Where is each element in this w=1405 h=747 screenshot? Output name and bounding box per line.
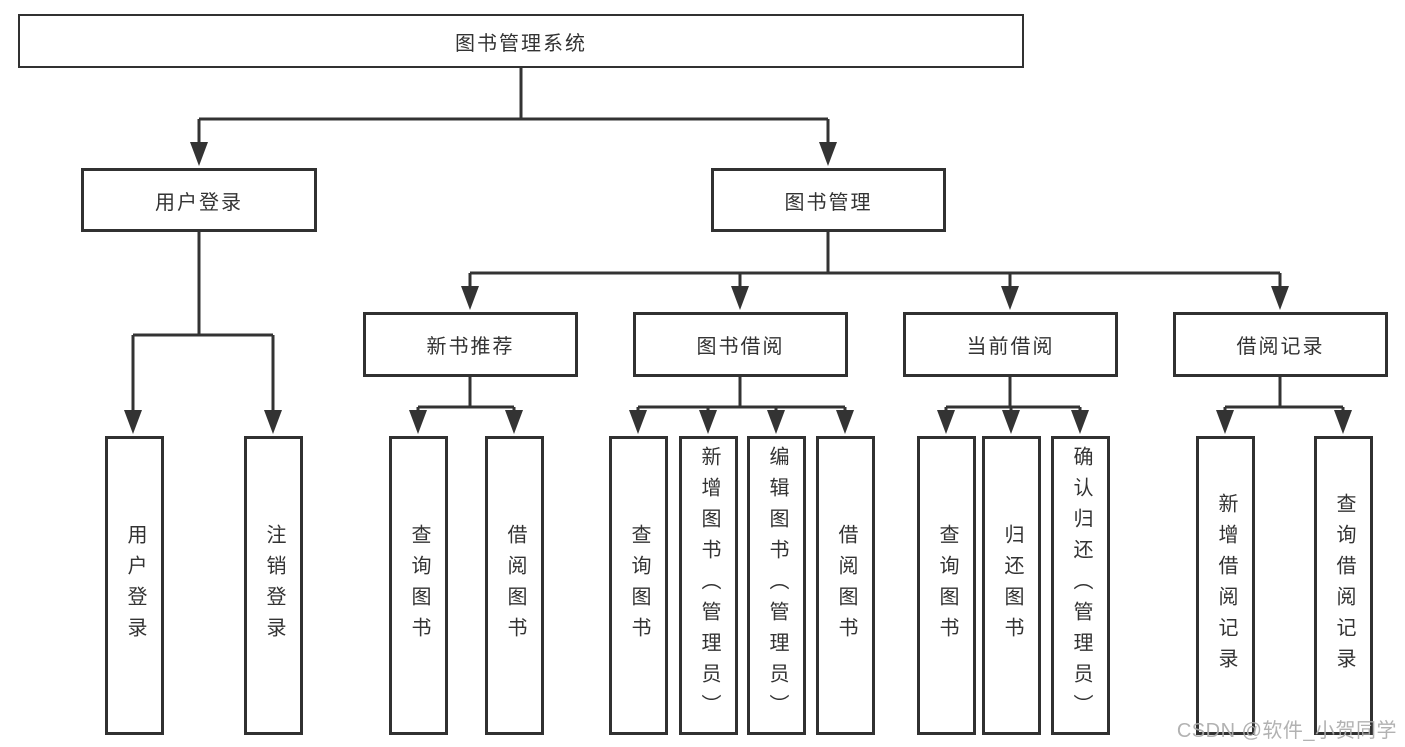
node-current-borrow: 当前借阅 bbox=[903, 312, 1118, 377]
node-label: 用户登录 bbox=[124, 523, 146, 648]
node-leaf-return-books: 归还图书 bbox=[982, 436, 1041, 735]
node-label: 查询图书 bbox=[936, 523, 958, 648]
node-new-book-recommend: 新书推荐 bbox=[363, 312, 578, 377]
node-label: 图书管理 bbox=[784, 191, 873, 214]
node-user-login: 用户登录 bbox=[81, 168, 317, 232]
node-leaf-borrow-books-2: 借阅图书 bbox=[816, 436, 875, 735]
watermark: CSDN @软件_小贺同学 bbox=[1176, 720, 1397, 742]
node-label: 用户登录 bbox=[155, 191, 243, 214]
node-label: 借阅图书 bbox=[504, 523, 526, 648]
node-book-management: 图书管理 bbox=[711, 168, 946, 232]
node-label: 图书管理系统 bbox=[455, 32, 587, 55]
node-leaf-add-borrow-record: 新增借阅记录 bbox=[1196, 436, 1255, 735]
node-leaf-confirm-return-admin: 确认归还（管理员） bbox=[1051, 436, 1110, 735]
node-label: 借阅记录 bbox=[1236, 336, 1325, 358]
node-library-management-system: 图书管理系统 bbox=[18, 14, 1024, 68]
node-label: 查询图书 bbox=[408, 523, 430, 648]
node-leaf-query-books-3: 查询图书 bbox=[917, 436, 976, 735]
node-label: 查询图书 bbox=[628, 523, 650, 648]
node-label: 归还图书 bbox=[1001, 523, 1023, 648]
node-label: 确认归还（管理员） bbox=[1070, 446, 1092, 725]
node-label: 借阅图书 bbox=[835, 523, 857, 648]
node-leaf-query-borrow-record: 查询借阅记录 bbox=[1314, 436, 1373, 735]
node-label: 新书推荐 bbox=[426, 336, 515, 358]
node-label: 新增图书（管理员） bbox=[698, 446, 720, 725]
node-leaf-query-books-1: 查询图书 bbox=[389, 436, 448, 735]
node-label: 当前借阅 bbox=[966, 336, 1055, 358]
node-leaf-add-book-admin: 新增图书（管理员） bbox=[679, 436, 738, 735]
node-leaf-logout: 注销登录 bbox=[244, 436, 303, 735]
node-label: 注销登录 bbox=[263, 523, 285, 648]
node-label: 图书借阅 bbox=[696, 336, 785, 358]
node-borrow-records: 借阅记录 bbox=[1173, 312, 1388, 377]
node-label: 查询借阅记录 bbox=[1333, 492, 1355, 679]
node-leaf-user-login: 用户登录 bbox=[105, 436, 164, 735]
node-leaf-borrow-books-1: 借阅图书 bbox=[485, 436, 544, 735]
node-leaf-query-books-2: 查询图书 bbox=[609, 436, 668, 735]
node-label: 编辑图书（管理员） bbox=[766, 446, 788, 725]
node-book-borrow: 图书借阅 bbox=[633, 312, 848, 377]
node-label: 新增借阅记录 bbox=[1215, 492, 1237, 679]
node-leaf-edit-book-admin: 编辑图书（管理员） bbox=[747, 436, 806, 735]
